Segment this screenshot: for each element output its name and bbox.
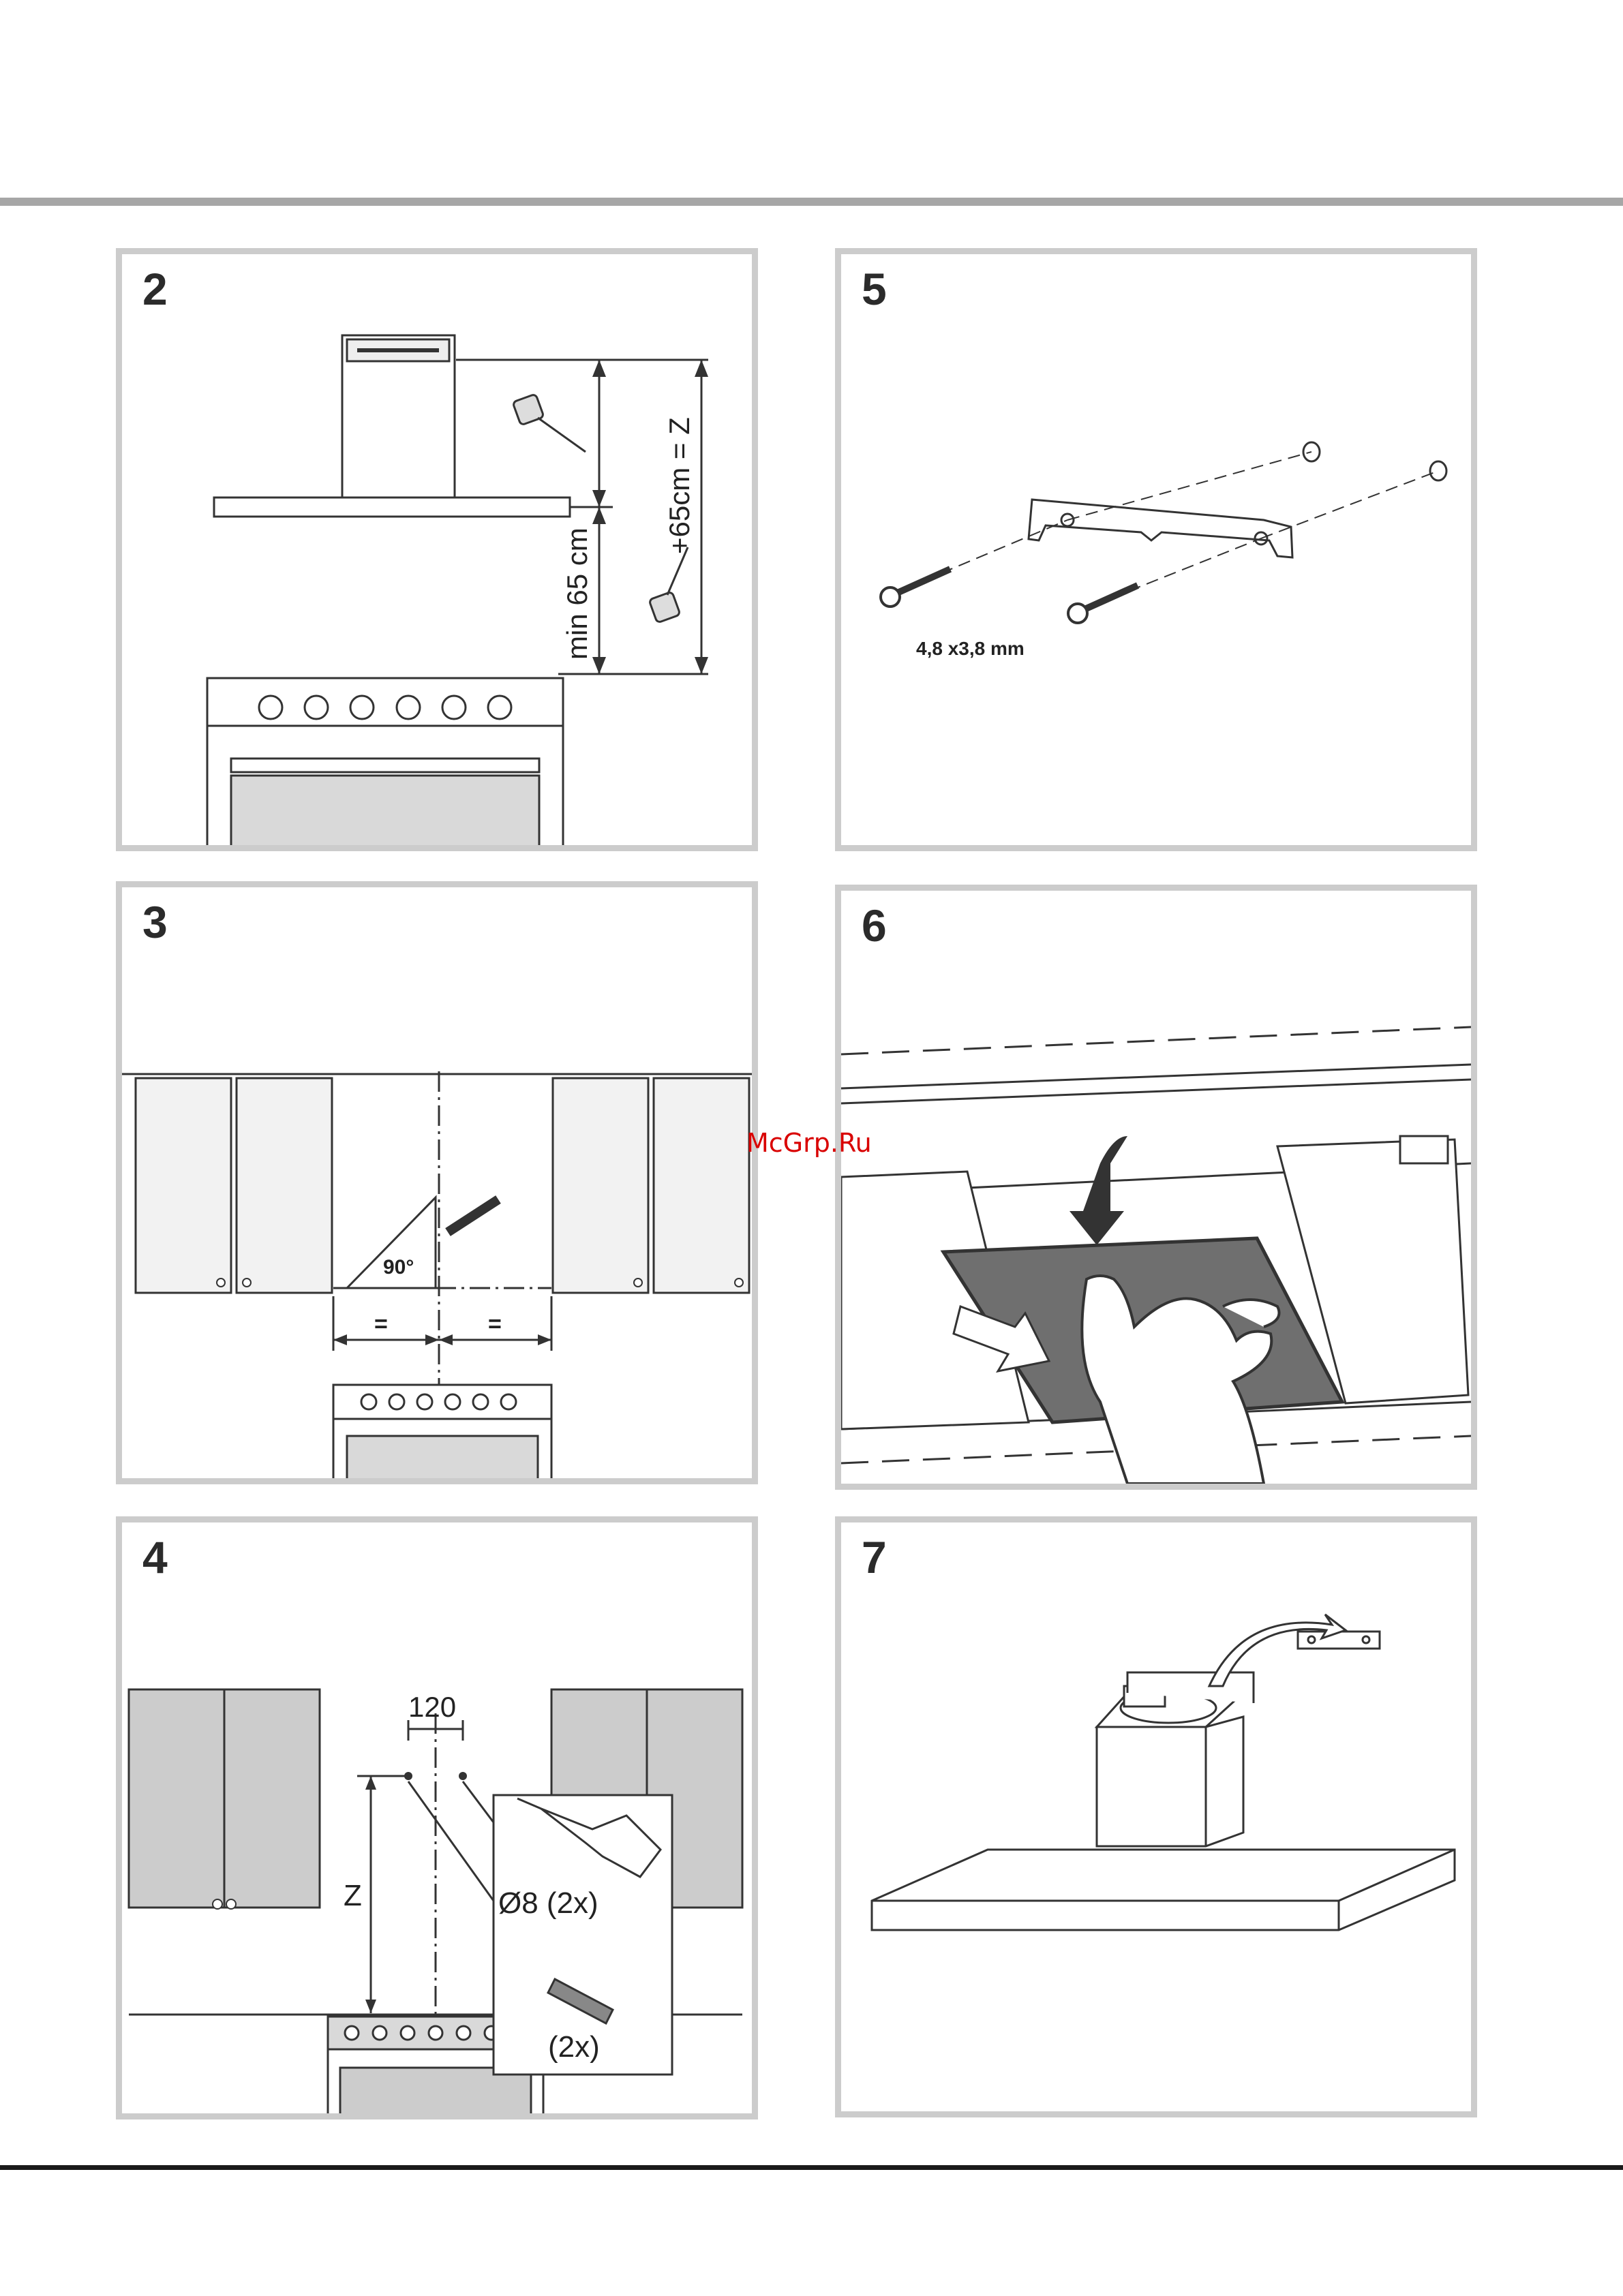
label-equal-left: = [374, 1311, 388, 1337]
label-screw-size: 4,8 x3,8 mm [916, 638, 1025, 659]
label-120: 120 [408, 1691, 456, 1723]
label-z: Z [344, 1879, 362, 1912]
panel-step-7: 7 [835, 1516, 1477, 2117]
watermark: McGrp.Ru [746, 1128, 872, 1158]
label-plugs-count: (2x) [548, 2030, 600, 2064]
label-65cm-z: +65cm = Z [663, 417, 695, 554]
step-number: 5 [862, 266, 887, 311]
illustration-marking-center: 90° = = [122, 887, 752, 1478]
screw-icon [881, 587, 900, 607]
panel-step-4: 120 Z Ø8 (2x) (2x) 4 [116, 1516, 758, 2119]
illustration-hood-height: min 65 cm +65cm = Z [122, 254, 752, 845]
panel-step-2: min 65 cm +65cm = Z 2 [116, 248, 758, 851]
tape-measure-icon [513, 394, 586, 452]
step-number: 3 [142, 900, 168, 945]
panel-step-5: 4,8 x3,8 mm 5 [835, 248, 1477, 851]
step-number: 2 [142, 266, 168, 311]
label-equal-right: = [488, 1311, 502, 1337]
panel-step-3: 90° = = 3 [116, 881, 758, 1484]
illustration-bracket-screws: 4,8 x3,8 mm [841, 254, 1471, 845]
step-number: 6 [862, 903, 887, 948]
step-number: 7 [862, 1535, 887, 1580]
label-90-degrees: 90° [383, 1256, 414, 1279]
bottom-rule [0, 2165, 1623, 2170]
illustration-grease-filter [841, 891, 1471, 1484]
panel-step-6: 6 [835, 885, 1477, 1490]
tape-measure-icon-2 [649, 547, 688, 623]
label-drill-size: Ø8 (2x) [498, 1886, 598, 1920]
illustration-drilling: 120 Z Ø8 (2x) (2x) [122, 1522, 752, 2113]
step-number: 4 [142, 1535, 168, 1580]
label-min-65cm: min 65 cm [561, 527, 593, 660]
top-rule [0, 198, 1623, 206]
illustration-hood-mounted [841, 1522, 1471, 2111]
screw-icon-2 [1068, 604, 1087, 623]
